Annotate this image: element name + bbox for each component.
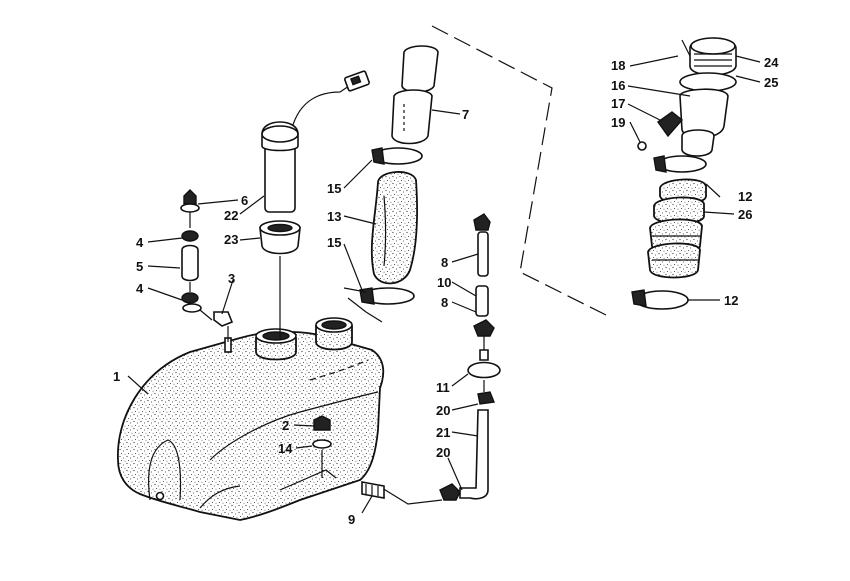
callout-22: 22 [224, 208, 238, 223]
callout-5: 5 [136, 259, 143, 274]
tank-filler-neck-left [255, 328, 297, 361]
callout-20-lower: 20 [436, 445, 450, 460]
callout-8-lower: 8 [441, 295, 448, 310]
tank-filler-neck-right [315, 317, 353, 351]
callout-1: 1 [113, 369, 120, 384]
callout-11: 11 [436, 380, 450, 395]
callout-15-upper: 15 [327, 181, 341, 196]
callout-20-upper: 20 [436, 403, 450, 418]
fuel-tank [117, 317, 385, 521]
callout-21: 21 [436, 425, 450, 440]
callout-16: 16 [611, 78, 625, 93]
callout-6: 6 [241, 193, 248, 208]
callout-4-lower: 4 [136, 281, 144, 296]
callout-9: 9 [348, 512, 355, 527]
callout-15-lower: 15 [327, 235, 341, 250]
callout-18: 18 [611, 58, 625, 73]
callout-26: 26 [738, 207, 752, 222]
callout-14: 14 [278, 441, 293, 456]
callout-7: 7 [462, 107, 469, 122]
vent-valve-stack [180, 189, 234, 342]
filler-neck-assembly [631, 37, 737, 310]
callout-4-upper: 4 [136, 235, 144, 250]
callout-25: 25 [764, 75, 778, 90]
dashed-connection-line [431, 25, 609, 317]
callout-23: 23 [224, 232, 238, 247]
callout-12-upper: 12 [738, 189, 752, 204]
callout-2: 2 [282, 418, 289, 433]
fuel-line-assembly [361, 213, 501, 505]
callout-13: 13 [327, 209, 341, 224]
fuel-pickup-assembly [261, 70, 370, 213]
callout-10: 10 [437, 275, 451, 290]
callout-labels: 1 2 14 3 4 5 4 6 7 8 10 8 11 20 21 20 9 … [113, 55, 779, 527]
filler-hose-assembly [347, 45, 439, 323]
callout-24: 24 [764, 55, 779, 70]
grommet [259, 220, 301, 255]
callout-17: 17 [611, 96, 625, 111]
leader-lines [127, 55, 761, 514]
callout-12-lower: 12 [724, 293, 738, 308]
callout-19: 19 [611, 115, 625, 130]
callout-8-upper: 8 [441, 255, 448, 270]
callout-3: 3 [228, 271, 235, 286]
nut-and-washer [312, 415, 332, 478]
